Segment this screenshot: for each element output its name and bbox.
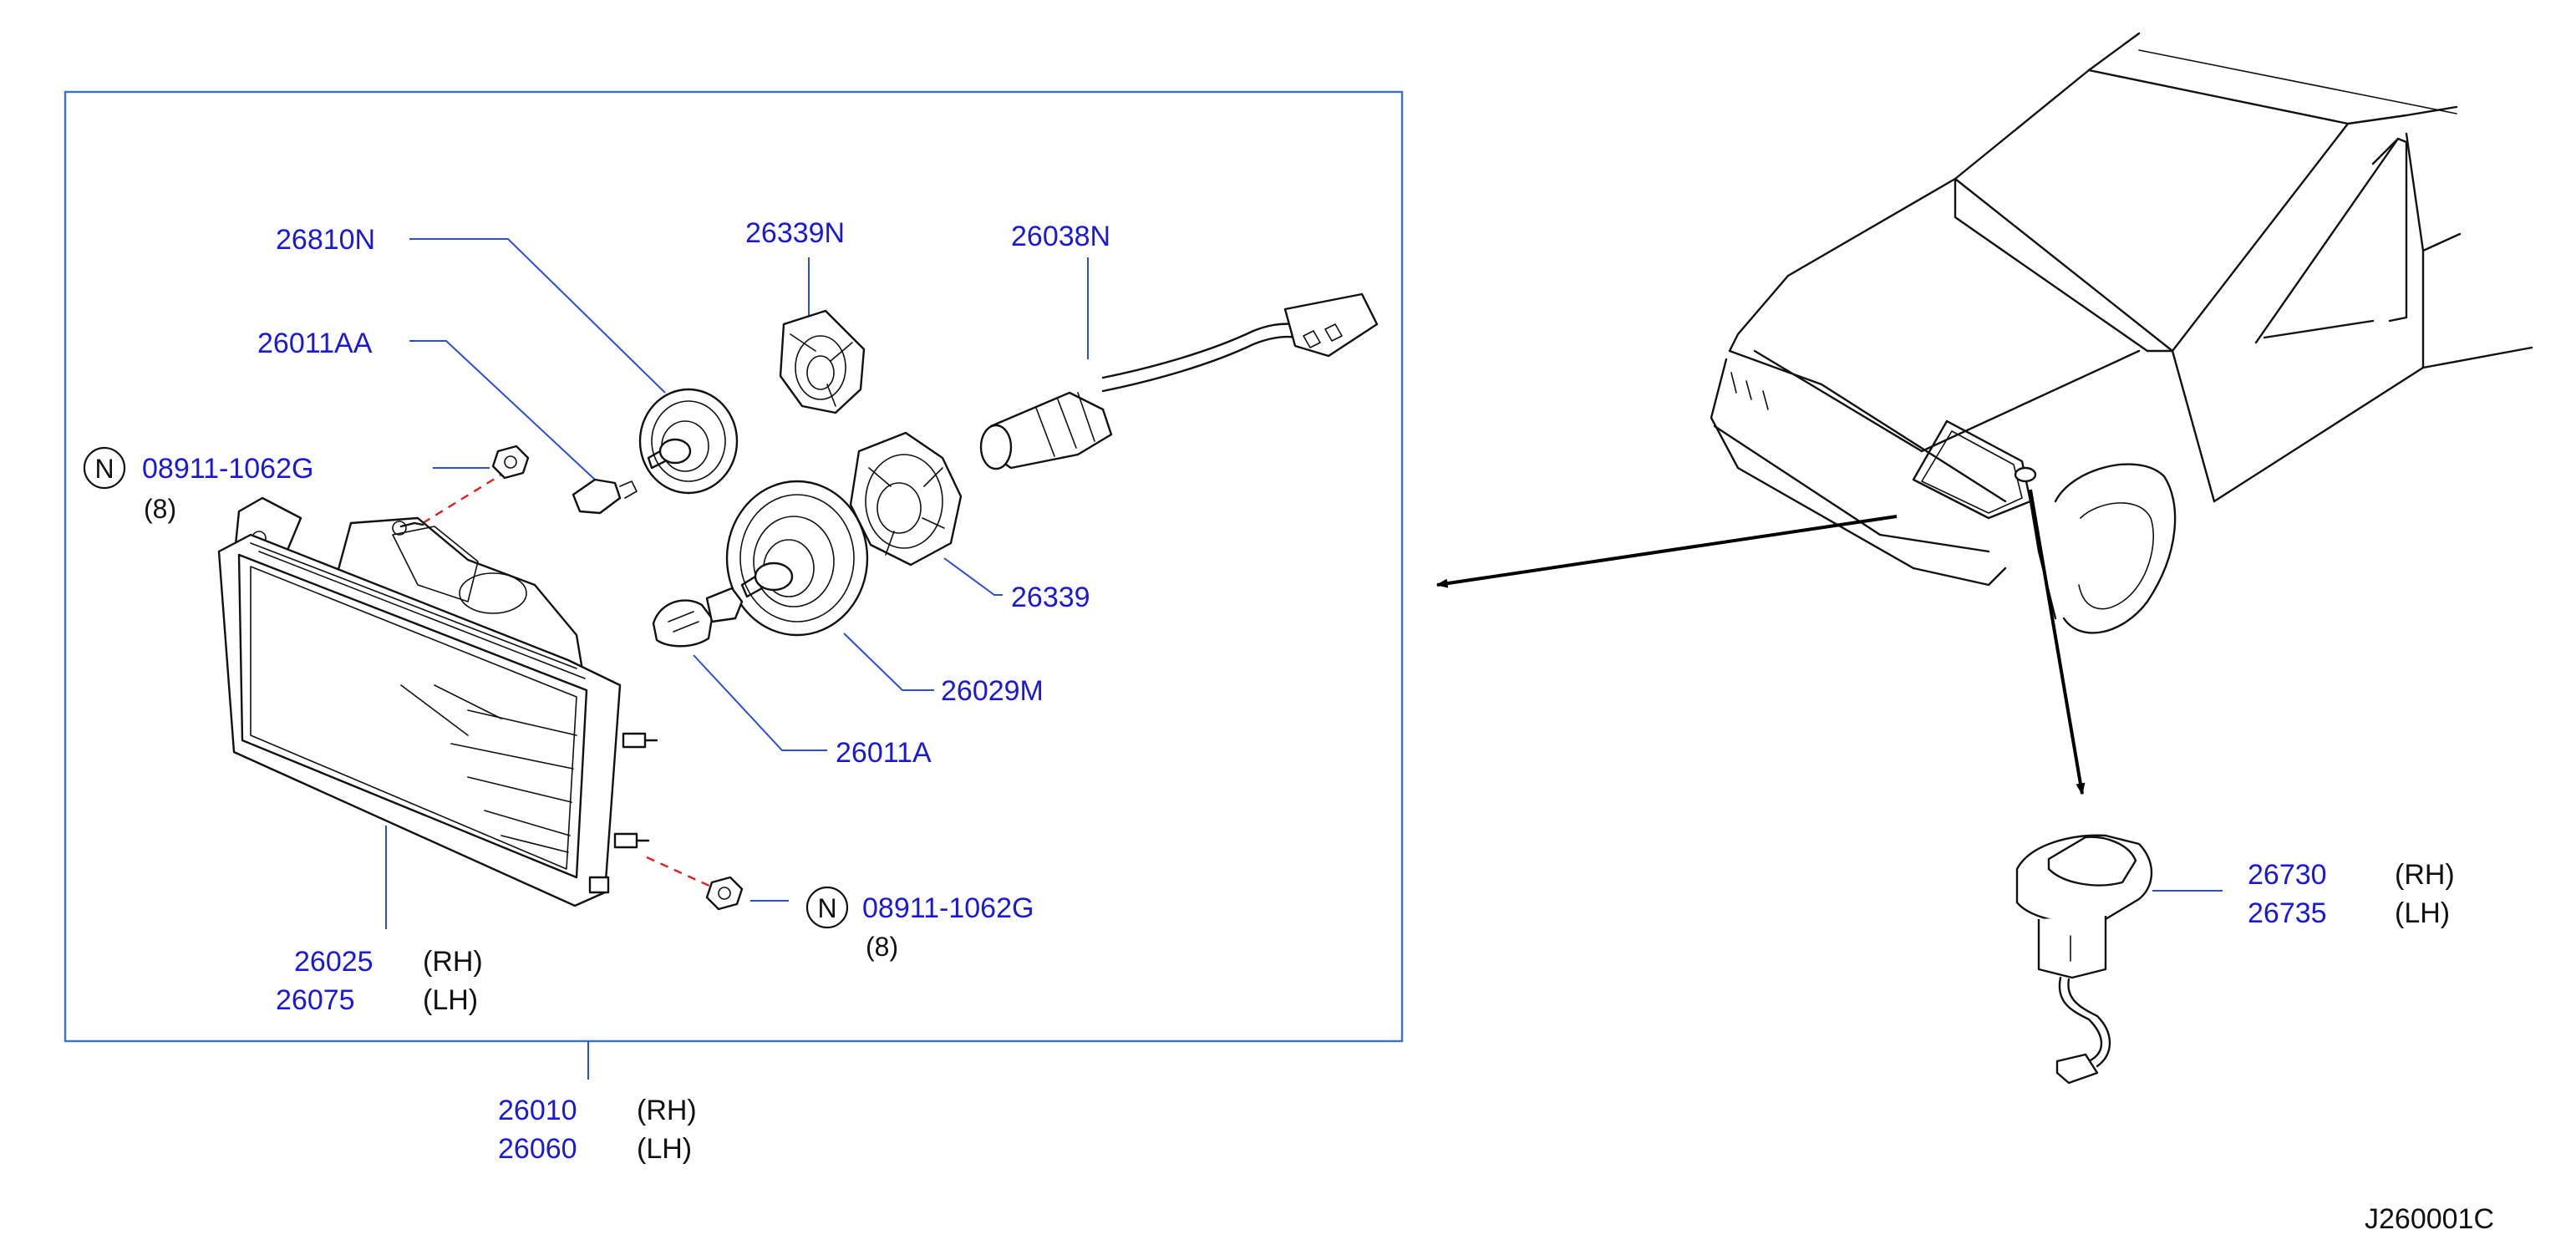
side-label-26060-lh: (LH) (637, 1133, 692, 1165)
cap-26339N-icon (779, 309, 866, 414)
arrow-to-side-marker (2029, 489, 2086, 795)
socket-26810N-icon (638, 388, 739, 495)
leader-26011A (693, 654, 827, 751)
nut-bottom-icon (705, 876, 744, 911)
socket-26029M-icon (725, 480, 869, 637)
part-label-26339N[interactable]: 26339N (745, 217, 845, 249)
nut-top-icon (491, 445, 530, 480)
svg-text:N: N (94, 454, 114, 484)
leader-lines (385, 238, 2223, 929)
arrow-to-headlamp (1435, 515, 1898, 588)
svg-text:N: N (817, 893, 836, 923)
part-label-26730[interactable]: 26730 (2248, 859, 2327, 891)
qty-label-top: (8) (144, 494, 176, 524)
qty-label-bottom: (8) (866, 932, 898, 962)
bulb-26011AA-icon (572, 478, 638, 515)
side-label-26010-rh: (RH) (637, 1095, 697, 1126)
bulb-26011A-icon (652, 587, 744, 648)
part-label-26339[interactable]: 26339 (1011, 582, 1090, 613)
part-label-26010[interactable]: 26010 (498, 1095, 577, 1126)
side-label-26735-lh: (LH) (2395, 897, 2450, 929)
n-symbol-top: N (83, 446, 126, 490)
side-label-26730-rh: (RH) (2395, 859, 2455, 891)
part-label-26011AA[interactable]: 26011AA (257, 328, 373, 359)
car-front-icon (1710, 32, 2533, 634)
side-label-26075-lh: (LH) (423, 984, 478, 1016)
assembly-frame (64, 90, 1404, 1043)
diagram-code: J260001C (2365, 1203, 2494, 1235)
headlamp-assembly-icon (217, 496, 658, 907)
n-symbol-bottom: N (805, 886, 849, 929)
part-label-26025[interactable]: 26025 (294, 946, 373, 978)
part-label-26810N[interactable]: 26810N (276, 224, 375, 256)
part-label-08911-1062G-top[interactable]: 08911-1062G (142, 453, 313, 485)
part-label-26038N[interactable]: 26038N (1011, 221, 1110, 252)
part-label-26011A[interactable]: 26011A (836, 737, 932, 769)
harness-26038N-icon (979, 292, 1379, 470)
part-label-26735[interactable]: 26735 (2248, 897, 2327, 929)
part-label-08911-1062G-bottom[interactable]: 08911-1062G (862, 892, 1034, 924)
part-label-26075[interactable]: 26075 (276, 984, 355, 1016)
leader-26810N (409, 238, 666, 394)
bolt-paths (422, 473, 721, 892)
part-label-26029M[interactable]: 26029M (941, 675, 1044, 707)
side-label-26025-rh: (RH) (423, 946, 483, 978)
leader-26339 (943, 557, 1003, 596)
leader-26011AA (409, 340, 596, 480)
part-label-26060[interactable]: 26060 (498, 1133, 577, 1165)
leader-26029M (843, 633, 934, 691)
side-marker-lamp-icon (2015, 834, 2153, 1085)
